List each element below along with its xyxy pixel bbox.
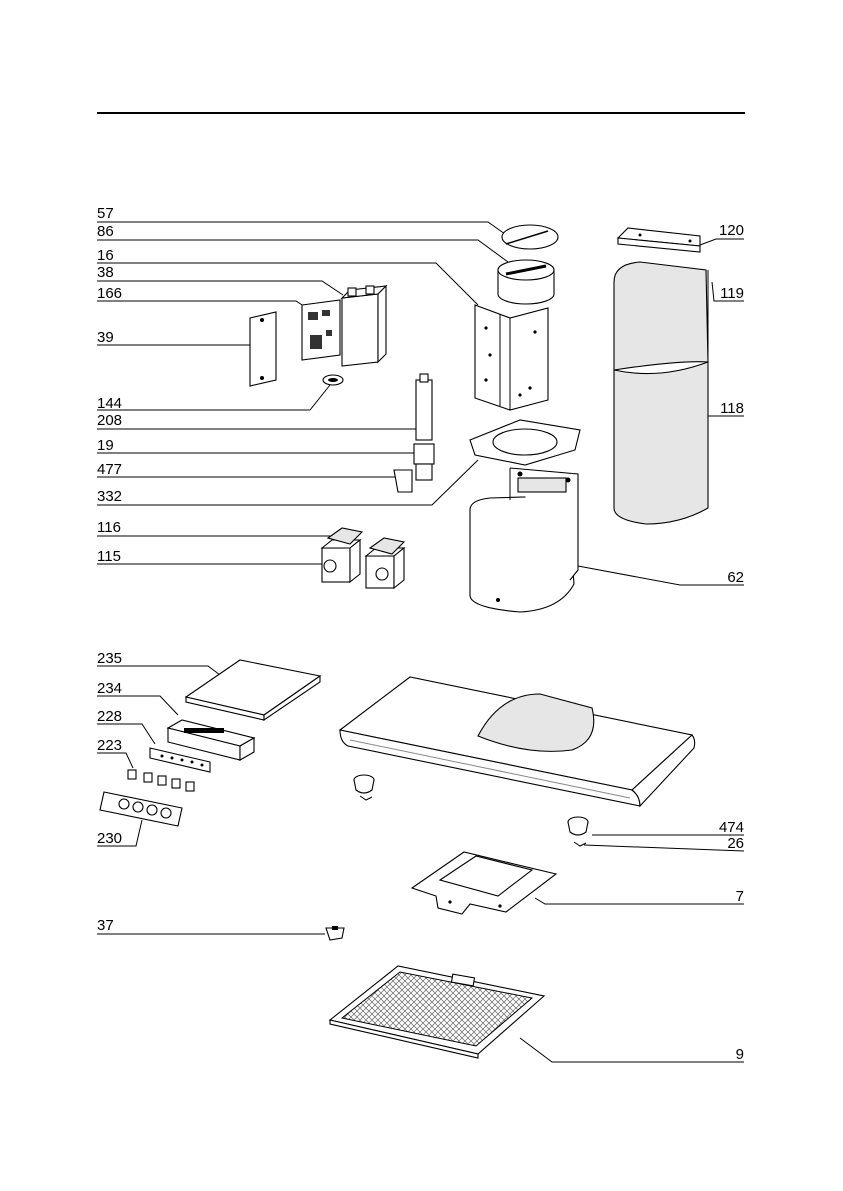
leader-39: 39: [97, 329, 252, 346]
leader-62: 62: [578, 566, 744, 586]
leader-474: 474: [592, 819, 744, 836]
label-86: 86: [97, 223, 114, 240]
part-16-bracket: [475, 305, 548, 410]
label-119: 119: [720, 285, 744, 302]
part-19-switch: [414, 444, 434, 480]
part-115-terminal-block-right: [366, 548, 404, 588]
part-119-upper-chimney: [614, 262, 708, 370]
leader-166: 166: [97, 285, 310, 310]
part-144-grommet: [323, 375, 343, 385]
leader-208: 208: [97, 412, 416, 429]
leader-119: 119: [712, 282, 744, 302]
leader-223: 223: [97, 737, 133, 768]
part-9-grease-filter: [330, 966, 544, 1058]
leader-9: 9: [520, 1038, 744, 1063]
part-166-pcb: [302, 300, 340, 360]
part-234-control-housing: [168, 720, 254, 760]
label-116: 116: [97, 519, 121, 536]
label-208: 208: [97, 412, 122, 429]
part-332-flange: [470, 420, 580, 465]
leader-118: 118: [708, 400, 744, 417]
label-38: 38: [97, 264, 114, 281]
part-223-knobs: [128, 770, 194, 791]
label-16: 16: [97, 247, 114, 264]
part-86-collar: [498, 260, 554, 304]
part-115-terminal-block-left: [322, 540, 360, 582]
label-57: 57: [97, 205, 114, 222]
part-235-tray: [186, 660, 320, 720]
leader-7: 7: [535, 888, 744, 905]
part-474-lamp-right: [568, 817, 588, 846]
leader-120: 120: [700, 222, 744, 245]
part-230-control-panel: [100, 792, 182, 826]
label-9: 9: [736, 1046, 744, 1063]
part-62-housing: [470, 468, 578, 612]
label-228: 228: [97, 708, 122, 725]
label-477: 477: [97, 461, 122, 478]
leader-86: 86: [97, 223, 508, 262]
part-37-clip: [326, 926, 344, 940]
leader-26: 26: [584, 835, 744, 852]
label-115: 115: [97, 548, 121, 565]
leader-144: 144: [97, 385, 330, 412]
label-235: 235: [97, 650, 122, 667]
label-120: 120: [719, 222, 744, 239]
leader-16: 16: [97, 247, 478, 305]
leader-38: 38: [97, 264, 343, 295]
part-38-cover-box: [342, 286, 386, 366]
leader-116: 116: [97, 519, 335, 536]
label-37: 37: [97, 917, 114, 934]
label-39: 39: [97, 329, 114, 346]
leader-19: 19: [97, 437, 418, 454]
label-230: 230: [97, 830, 122, 847]
leader-57: 57: [97, 205, 505, 234]
leader-230: 230: [97, 820, 142, 847]
part-39-panel: [250, 312, 276, 386]
part-120-top-bracket: [618, 228, 700, 252]
label-166: 166: [97, 285, 122, 302]
label-144: 144: [97, 395, 122, 412]
label-474: 474: [719, 819, 744, 836]
leader-235: 235: [97, 650, 220, 675]
part-hood-body: [340, 677, 695, 806]
label-118: 118: [720, 400, 744, 417]
part-7-frame: [412, 852, 556, 914]
label-19: 19: [97, 437, 114, 454]
leader-115: 115: [97, 548, 324, 565]
part-118-lower-chimney: [614, 362, 708, 524]
part-57-flap-disc: [502, 225, 558, 249]
leader-477: 477: [97, 461, 396, 478]
label-234: 234: [97, 680, 122, 697]
leader-37: 37: [97, 917, 325, 934]
label-26: 26: [727, 835, 744, 852]
label-62: 62: [727, 569, 744, 586]
part-477-clip: [394, 470, 412, 492]
label-223: 223: [97, 737, 122, 754]
label-332: 332: [97, 488, 122, 505]
label-7: 7: [736, 888, 744, 905]
part-208-transformer: [416, 374, 432, 440]
part-474-lamp-left: [354, 775, 374, 800]
part-228-label-strip: [150, 748, 210, 772]
